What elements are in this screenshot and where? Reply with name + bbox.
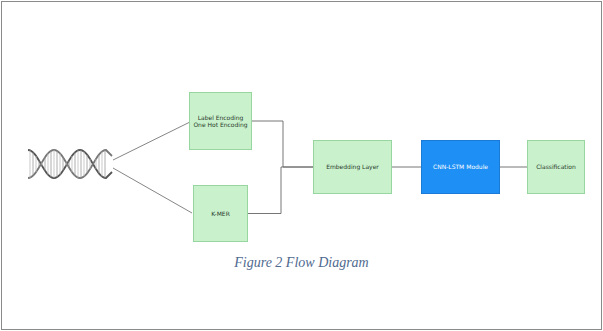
connector — [392, 167, 421, 168]
dna-rung — [69, 161, 70, 168]
node-label: Label Encoding — [198, 114, 244, 122]
dna-rung — [90, 159, 91, 169]
node-label: Embedding Layer — [326, 163, 379, 171]
node-label: Classification — [536, 163, 576, 171]
dna-rung — [105, 150, 106, 178]
connector — [500, 167, 527, 168]
leader-line — [113, 121, 192, 160]
dna-rung — [39, 161, 40, 168]
dna-rung — [54, 150, 55, 178]
dna-rung — [78, 150, 79, 177]
dna-rung — [66, 162, 67, 165]
leader-line — [113, 168, 192, 213]
dna-rung — [81, 150, 82, 178]
dna-rung — [30, 150, 31, 177]
dna-rung — [48, 154, 49, 175]
dna-rung — [57, 151, 58, 177]
dna-rung — [84, 152, 85, 177]
figure-caption: Figure 2 Flow Diagram — [0, 255, 603, 271]
dna-rung — [63, 157, 64, 170]
dna-rung — [60, 154, 61, 175]
dna-rung — [72, 156, 73, 172]
dna-rung — [75, 152, 76, 175]
dna-rung — [99, 155, 100, 174]
dna-rung — [102, 152, 103, 177]
process-box: Classification — [527, 140, 585, 194]
node-label: K-MER — [211, 210, 230, 218]
process-box: Label EncodingOne Hot Encoding — [189, 92, 252, 150]
process-box: K-MER — [193, 185, 248, 242]
process-box: Embedding Layer — [313, 140, 392, 194]
dna-rung — [87, 155, 88, 174]
dna-helix — [28, 150, 112, 178]
dna-rung — [36, 156, 37, 172]
dna-rung — [45, 157, 46, 170]
connector — [252, 121, 313, 167]
dna-rung — [51, 151, 52, 177]
connector — [248, 167, 313, 214]
node-label: CNN-LSTM Module — [433, 163, 488, 171]
node-label: One Hot Encoding — [193, 121, 247, 129]
dna-rung — [42, 162, 43, 165]
dna-rung — [33, 152, 34, 175]
module-box: CNN-LSTM Module — [421, 140, 500, 194]
dna-rung — [96, 159, 97, 169]
